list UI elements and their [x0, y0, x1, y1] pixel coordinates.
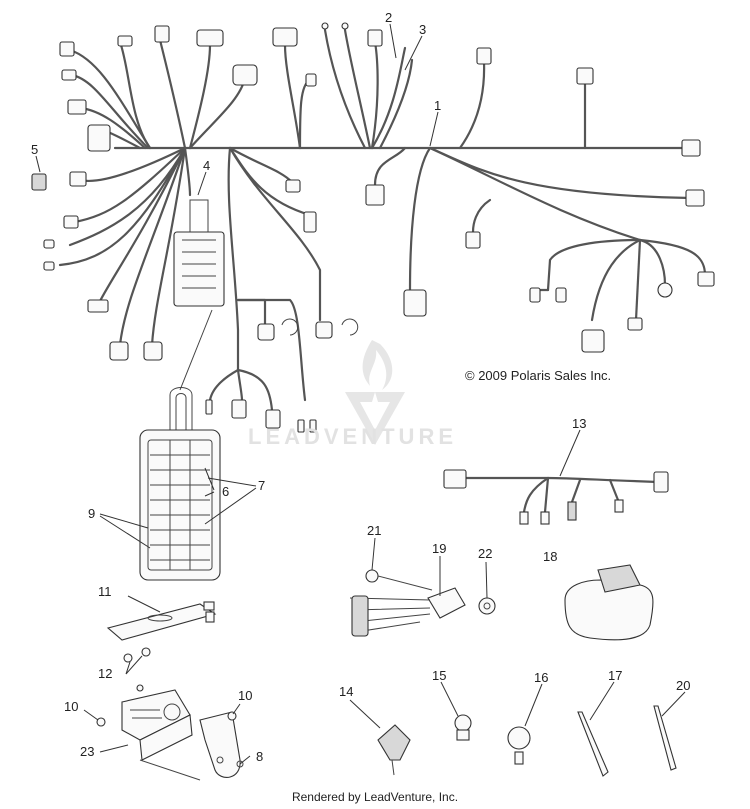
- callout-8: 8: [256, 749, 263, 764]
- callout-10a: 10: [64, 699, 78, 714]
- part-20: [653, 705, 677, 771]
- part-22: [478, 597, 496, 615]
- callout-20: 20: [676, 678, 690, 693]
- callout-3: 3: [419, 22, 426, 37]
- callout-labels: 1 2 3 4 5 6 7 8 9 10 10 11 12 13 14 15 1…: [31, 10, 690, 764]
- fuse-box-large: [139, 309, 221, 581]
- part-16: [507, 726, 531, 765]
- callout-5: 5: [31, 142, 38, 157]
- callout-14: 14: [339, 684, 353, 699]
- part-17: [577, 711, 609, 777]
- bracket-11: [106, 601, 217, 641]
- footer-credit: Rendered by LeadVenture, Inc.: [291, 790, 459, 804]
- callout-22: 22: [478, 546, 492, 561]
- part-19: [349, 587, 466, 637]
- callout-19: 19: [432, 541, 446, 556]
- callout-9: 9: [88, 506, 95, 521]
- harness-13: [443, 469, 669, 525]
- watermark-logo: [345, 340, 405, 445]
- connector-group-lower: [31, 171, 715, 433]
- callout-21: 21: [367, 523, 381, 538]
- callout-6: 6: [222, 484, 229, 499]
- screws-12: [123, 647, 151, 663]
- part-21: [365, 569, 433, 591]
- callout-15: 15: [432, 668, 446, 683]
- callout-17: 17: [608, 668, 622, 683]
- callout-4: 4: [203, 158, 210, 173]
- callout-23: 23: [80, 744, 94, 759]
- callout-16: 16: [534, 670, 548, 685]
- callout-2: 2: [385, 10, 392, 25]
- part-14: [377, 724, 411, 776]
- callout-18: 18: [543, 549, 557, 564]
- bracket-8: [199, 711, 244, 778]
- leader-lines: [35, 23, 686, 765]
- fuse-box-small: [173, 199, 225, 307]
- part-18: [564, 564, 654, 641]
- connector-group-top: [59, 22, 705, 207]
- callout-12: 12: [98, 666, 112, 681]
- copyright-notice: © 2009 Polaris Sales Inc.: [465, 368, 612, 383]
- main-harness: [58, 28, 707, 412]
- part-15: [454, 714, 472, 741]
- callout-7: 7: [258, 478, 265, 493]
- watermark-text: LEADVENTURE: [248, 424, 458, 449]
- screws-10: [96, 684, 237, 727]
- callout-10b: 10: [238, 688, 252, 703]
- callout-13: 13: [572, 416, 586, 431]
- module-23: [121, 689, 201, 781]
- callout-11: 11: [98, 584, 112, 599]
- callout-1: 1: [434, 98, 441, 113]
